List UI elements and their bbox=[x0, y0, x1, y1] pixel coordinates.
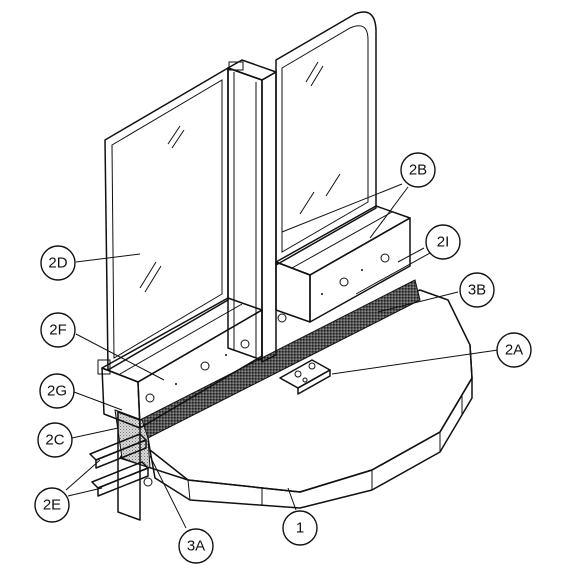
glass-pane-left bbox=[104, 67, 229, 371]
anchor-clip bbox=[279, 359, 331, 395]
callout-3A: 3A bbox=[178, 528, 214, 564]
callout-2I: 2I bbox=[425, 224, 461, 260]
callout-label: 2D bbox=[48, 255, 67, 272]
callout-label: 2B bbox=[409, 162, 427, 179]
vertical-mullion bbox=[227, 59, 277, 363]
glass-pane-right bbox=[275, 11, 377, 266]
callout-label: 1 bbox=[296, 520, 304, 537]
callout-label: 3B bbox=[468, 282, 486, 299]
safing-band bbox=[114, 279, 421, 469]
sill-mullion-right bbox=[275, 205, 411, 323]
callout-2G: 2G bbox=[39, 373, 75, 409]
callout-label: 3A bbox=[187, 538, 205, 555]
spandrel-panel-left bbox=[117, 411, 153, 521]
callout-label: 2E bbox=[43, 497, 61, 514]
callout-2A: 2A bbox=[496, 332, 532, 368]
callout-2D: 2D bbox=[40, 245, 76, 281]
callout-3B: 3B bbox=[459, 272, 495, 308]
leader-lines bbox=[65, 183, 499, 529]
callout-2E: 2E bbox=[34, 487, 70, 523]
callout-label: 2I bbox=[437, 234, 450, 251]
callout-2C: 2C bbox=[37, 422, 73, 458]
callout-2F: 2F bbox=[40, 312, 76, 348]
callout-label: 2A bbox=[505, 342, 523, 359]
callout-1: 1 bbox=[282, 510, 318, 546]
callout-2B: 2B bbox=[400, 152, 436, 188]
callout-label: 2C bbox=[45, 432, 64, 449]
support-rails bbox=[89, 433, 149, 497]
callout-label: 2F bbox=[49, 322, 67, 339]
callout-label: 2G bbox=[47, 383, 67, 400]
